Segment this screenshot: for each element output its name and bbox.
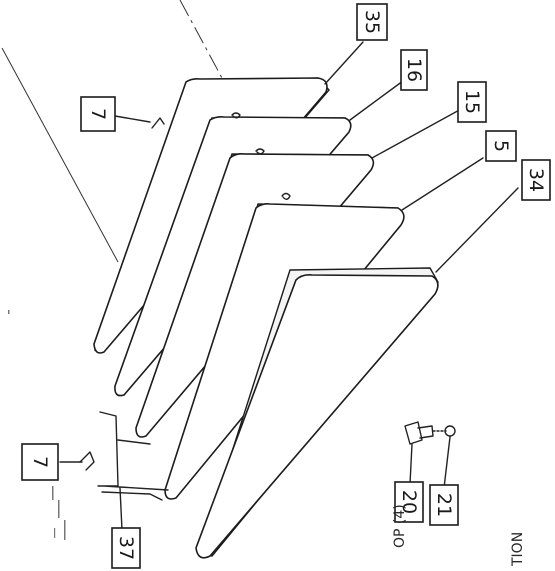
callout-16-text: 16 bbox=[403, 58, 425, 82]
panel-34 bbox=[195, 267, 439, 559]
partial-text-tion: TION bbox=[510, 532, 526, 567]
clip-mark-5 bbox=[281, 192, 291, 200]
callout-20: 20 bbox=[394, 481, 424, 523]
leader-16 bbox=[349, 77, 408, 121]
leader-15 bbox=[371, 107, 464, 159]
fastener-assembly bbox=[404, 421, 456, 445]
partial-text-op: OP (4) bbox=[392, 504, 408, 548]
callout-37-text: 37 bbox=[115, 536, 137, 560]
callout-15-text: 15 bbox=[461, 90, 483, 114]
callout-21-text: 21 bbox=[433, 493, 455, 517]
callout-16: 16 bbox=[400, 49, 428, 91]
clip-mark-15 bbox=[255, 148, 265, 155]
frame-37 bbox=[97, 411, 169, 491]
callout-15: 15 bbox=[457, 81, 487, 123]
scan-specks bbox=[8, 310, 66, 540]
callout-21: 21 bbox=[429, 484, 459, 526]
centerline-upper bbox=[179, 0, 223, 79]
leader-34 bbox=[435, 187, 519, 273]
leader-20 bbox=[409, 443, 413, 485]
callout-20-text: 20 bbox=[398, 490, 420, 514]
callout-35: 35 bbox=[356, 3, 388, 41]
leader-21 bbox=[443, 436, 451, 489]
callout-7-lower: 7 bbox=[21, 443, 59, 481]
leader-37 bbox=[119, 487, 123, 531]
hook-part-7-upper bbox=[151, 117, 165, 129]
callout-35-text: 35 bbox=[361, 10, 383, 34]
callout-34: 34 bbox=[521, 159, 551, 201]
hook-part-7-lower bbox=[79, 451, 95, 471]
centerline-left bbox=[1, 47, 119, 263]
callout-5: 5 bbox=[485, 130, 517, 162]
callout-7-upper: 7 bbox=[80, 96, 116, 132]
callout-34-text: 34 bbox=[525, 168, 547, 192]
callout-7-upper-text: 7 bbox=[87, 108, 109, 120]
leader-7-upper bbox=[114, 115, 151, 123]
callout-37: 37 bbox=[111, 527, 141, 569]
clip-mark-16 bbox=[231, 112, 241, 119]
callout-7-lower-text: 7 bbox=[29, 456, 51, 468]
leader-35 bbox=[324, 41, 364, 85]
leader-5 bbox=[401, 157, 484, 211]
callout-5-text: 5 bbox=[490, 140, 512, 152]
frame-37-lower bbox=[101, 491, 163, 501]
